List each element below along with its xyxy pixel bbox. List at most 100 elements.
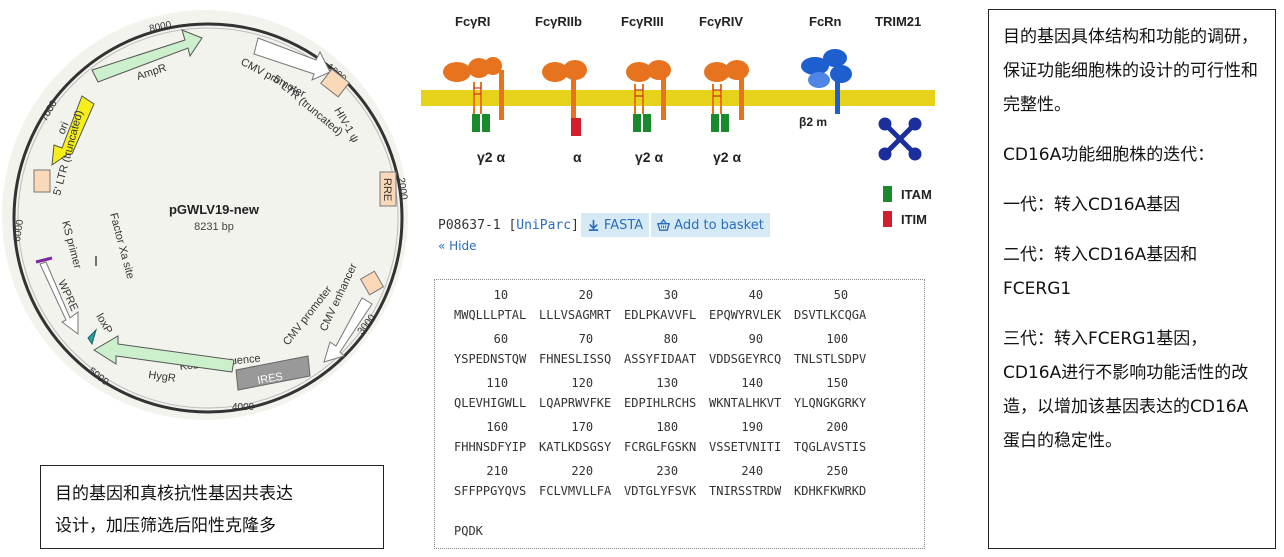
ltr5-feature (33, 169, 51, 193)
basket-label: Add to basket (674, 217, 764, 233)
sequence-position: 130 (656, 376, 679, 390)
fcgr2b-subunits: α (573, 149, 582, 165)
sequence-position: 60 (493, 332, 509, 346)
sequence-block: FCLVMVLLFA (539, 484, 612, 498)
basket-icon (657, 218, 671, 231)
receptor-name-fcrn: FcRn (809, 14, 842, 29)
sequence-block: EDLPKAVVFL (624, 308, 697, 322)
fc-receptor-diagram: FcγRI FcγRIIb FcγRIII FcγRIV FcRn TRIM21… (421, 14, 935, 202)
sequence-position: 180 (656, 420, 679, 434)
accession-text: P08637-1 [ (438, 217, 517, 233)
hygr-label: HygR (148, 369, 177, 385)
receptor-name-fcgr4: FcγRIV (699, 14, 743, 29)
fasta-button[interactable]: FASTA (580, 213, 650, 237)
sequence-block: SFFPPGYQVS (454, 484, 527, 498)
fcgr4-receptor (704, 60, 749, 132)
sequence-position: 50 (833, 288, 849, 302)
sequence-position: 140 (741, 376, 764, 390)
sequence-tail: PQDK (454, 524, 483, 538)
wpre-feature (39, 261, 79, 335)
tick-4000: 4000 (232, 402, 255, 413)
ltr5-top-feature (320, 68, 350, 98)
sequence-block: MWQLLLPTAL (454, 308, 527, 322)
caption-left: 目的基因和真核抗性基因共表达 设计，加压筛选后阳性克隆多 (40, 465, 384, 549)
sequence-position: 150 (826, 376, 849, 390)
sequence-block: TNIRSSTRDW (709, 484, 782, 498)
sequence-block: LLLVSAGMRT (539, 308, 612, 322)
sequence-position: 220 (571, 464, 594, 478)
rre-feature (379, 171, 397, 207)
ks-primer-marker (35, 256, 53, 264)
sequence-block: EDPIHLRCHS (624, 396, 697, 410)
sequence-block: KATLKDSGSY (539, 440, 612, 454)
sequence-position: 110 (486, 376, 509, 390)
sequence-position: 160 (486, 420, 509, 434)
uniprot-accession-row: P08637-1 [ UniParc ] FASTA Add to basket (438, 213, 770, 237)
cmv-promoter-top-feature (253, 37, 331, 81)
fcrn-receptor (801, 49, 852, 114)
fcgr3-subunits: γ2 α (635, 149, 663, 165)
sequence-block: ASSYFIDAAT (624, 352, 697, 366)
tick-6000: 6000 (12, 218, 26, 242)
plasmid-map: 8000 1000 2000 3000 4000 5000 6000 7000 … (2, 10, 409, 420)
caption-right-heading: CD16A功能细胞株的迭代： (1003, 145, 1215, 165)
b2m-label: β2 m (799, 115, 827, 129)
sequence-block: VDDSGEYRCQ (709, 352, 782, 366)
sequence-position: 10 (493, 288, 509, 302)
fcgr1-receptor (443, 57, 504, 132)
caption-left-line-2: 设计，加压筛选后阳性克隆多 (55, 516, 276, 536)
ori-label: ori (56, 120, 72, 136)
itam-label: ITAM (901, 187, 932, 202)
itim-label: ITIM (901, 212, 927, 227)
receptor-name-fcgr1: FcγRI (455, 14, 490, 29)
sequence-position: 30 (663, 288, 679, 302)
caption-left-line-1: 目的基因和真核抗性基因共表达 (55, 484, 293, 504)
sequence-block: QLEVHIGWLL (454, 396, 527, 410)
sequence-block: VDTGLYFSVK (624, 484, 697, 498)
hide-link[interactable]: « Hide (438, 239, 477, 253)
sequence-block: EPQWYRVLEK (709, 308, 782, 322)
ires-label: IRES (256, 371, 283, 387)
sequence-position: 200 (826, 420, 849, 434)
ampr-feature (91, 29, 203, 83)
sequence-block: VSSETVNITI (709, 440, 782, 454)
sequence-position: 80 (663, 332, 679, 346)
fcgr3-receptor (626, 60, 671, 132)
sequence-position: 250 (826, 464, 849, 478)
sequence-position: 170 (571, 420, 594, 434)
fcgr4-subunits: γ2 α (713, 149, 741, 165)
sequence-position: 40 (748, 288, 764, 302)
sequence-block: KDHKFKWRKD (794, 484, 867, 498)
fcgr2b-receptor (542, 60, 587, 136)
caption-right-gen2: 二代：转入CD16A基因和FCERG1 (1003, 245, 1198, 299)
ires-feature (235, 355, 311, 391)
tick-2000: 2000 (395, 177, 409, 201)
caption-right-intro: 目的基因具体结构和功能的调研，保证功能细胞株的设计的可行性和完整性。 (1003, 27, 1258, 115)
fcgr1-subunits: γ2 α (477, 149, 505, 165)
fasta-label: FASTA (603, 217, 644, 233)
sequence-block: TNLSTLSDPV (794, 352, 867, 366)
caption-right-gen1: 一代：转入CD16A基因 (1003, 195, 1181, 215)
caption-right: 目的基因具体结构和功能的调研，保证功能细胞株的设计的可行性和完整性。 CD16A… (988, 9, 1276, 549)
add-to-basket-button[interactable]: Add to basket (651, 213, 770, 237)
sequence-block: FHNESLISSQ (539, 352, 612, 366)
cmv-promoter-bottom-feature (323, 297, 373, 363)
cmv-enhancer-box (359, 270, 385, 296)
sequence-block: TQGLAVSTIS (794, 440, 867, 454)
receptor-name-trim21: TRIM21 (875, 14, 921, 29)
itam-swatch (883, 186, 892, 202)
trim21-icon (878, 117, 922, 161)
sequence-block: FCRGLFGSKN (624, 440, 697, 454)
plasmid-name: pGWLV19-new (169, 202, 260, 217)
sequence-position: 90 (748, 332, 764, 346)
uniparc-link[interactable]: UniParc (516, 217, 572, 233)
tick-8000: 8000 (148, 19, 172, 34)
accession-close: ] (571, 217, 579, 233)
loxp-feature (87, 328, 98, 346)
sequence-block: YSPEDNSTQW (454, 352, 527, 366)
sequence-position: 190 (741, 420, 764, 434)
sequence-position: 100 (826, 332, 849, 346)
sequence-position: 210 (486, 464, 509, 478)
sequence-position: 20 (578, 288, 594, 302)
